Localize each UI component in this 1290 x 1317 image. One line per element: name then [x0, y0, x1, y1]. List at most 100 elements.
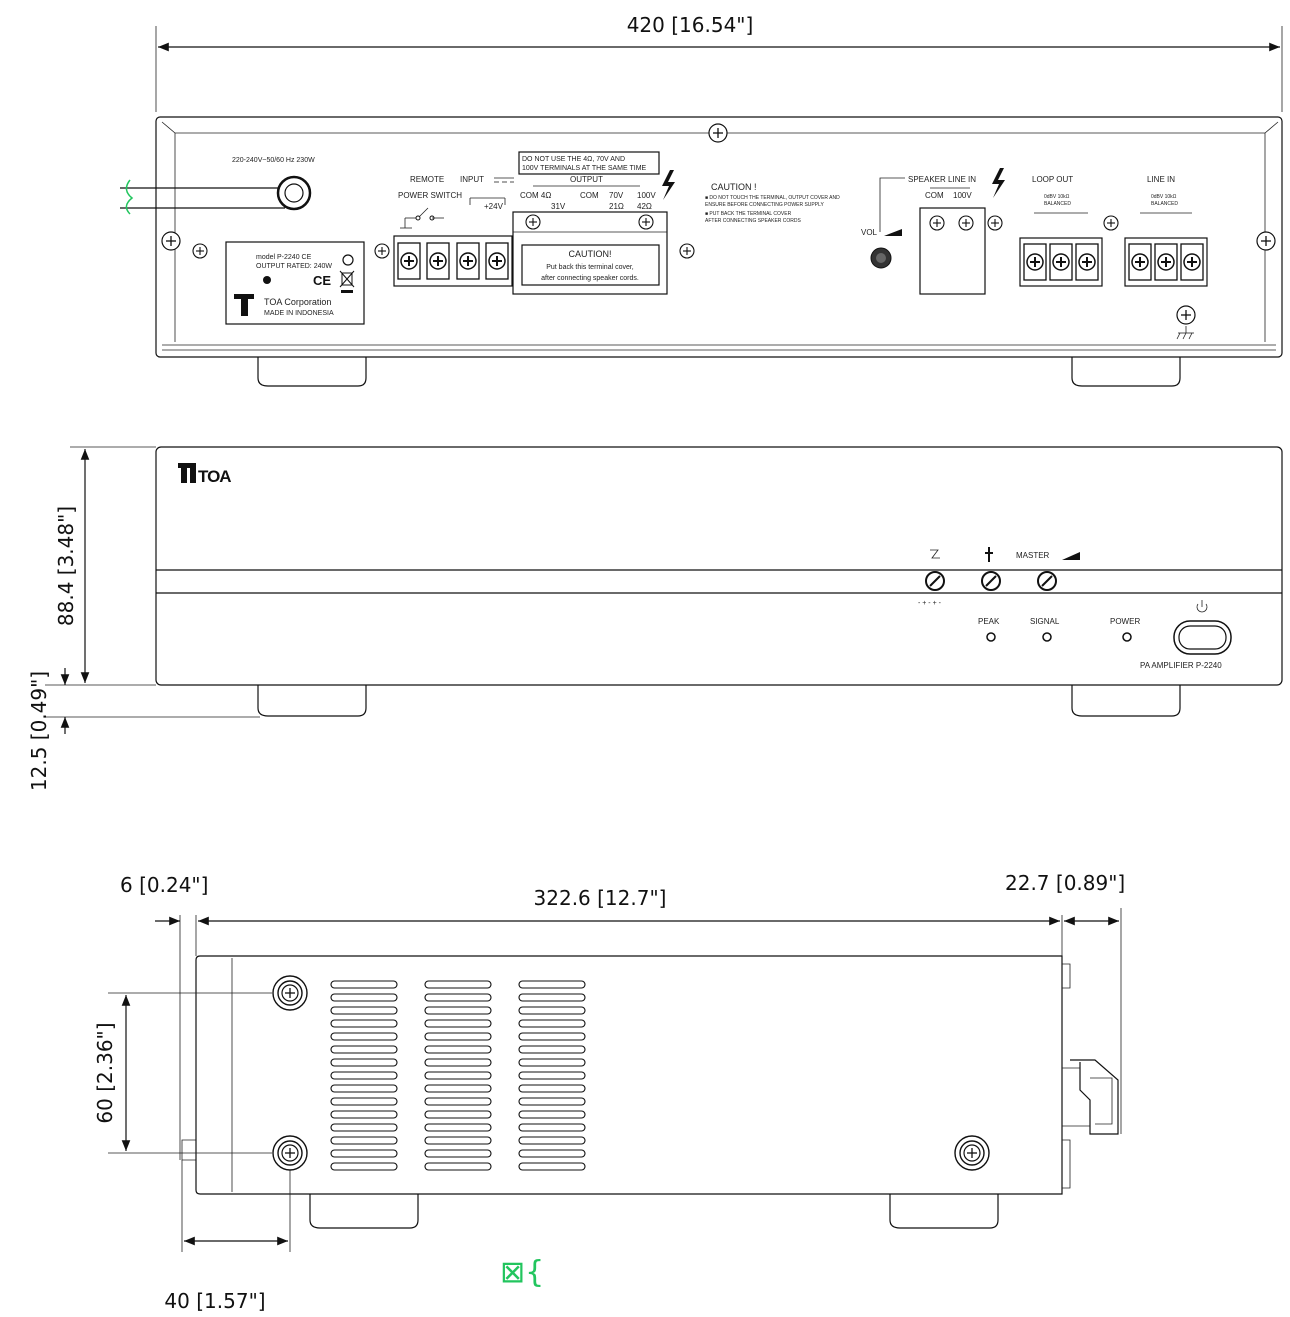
vol-label: VOL — [861, 228, 878, 237]
scale-marks: - + - + - — [918, 600, 942, 607]
warning-line1: DO NOT USE THE 4Ω, 70V AND — [522, 156, 625, 163]
vent-slot — [518, 1162, 586, 1171]
vent-slot — [424, 1110, 492, 1119]
v70-label: 70V — [609, 191, 624, 200]
vent-slot — [424, 1123, 492, 1132]
high-voltage-icon — [662, 170, 675, 200]
vent-slot — [424, 1019, 492, 1028]
eq-low-icon — [930, 549, 940, 559]
caution-title: CAUTION! — [568, 249, 611, 259]
bass-knob[interactable] — [925, 571, 945, 591]
vent-slot — [330, 1110, 398, 1119]
width-label: 420 [16.54"] — [627, 13, 754, 37]
vent-slot — [330, 1097, 398, 1106]
vent-slot — [518, 1136, 586, 1145]
hole-spacing-label: 60 [2.36"] — [93, 1022, 117, 1123]
vent-slot — [518, 1045, 586, 1054]
ohm42-label: 42Ω — [637, 202, 652, 211]
front-panel: TOA MASTER - + - + - PEAK SIGNAL POWER P… — [155, 446, 1283, 717]
side-view — [181, 955, 1119, 1229]
toa-corp-label: TOA Corporation — [264, 297, 331, 307]
switch-symbol-icon — [400, 207, 444, 229]
vent-slot — [424, 980, 492, 989]
line-in-label: LINE IN — [1147, 175, 1175, 184]
vent-slot — [424, 993, 492, 1002]
rear-panel: 220-240V~50/60 Hz 230W model P-2240 CE O… — [120, 116, 1283, 387]
master-knob[interactable] — [1037, 571, 1057, 591]
input-label: INPUT — [460, 175, 484, 184]
vent-slot — [518, 1084, 586, 1093]
vent-slot — [330, 1071, 398, 1080]
hole-offset-label: 40 [1.57"] — [164, 1289, 265, 1313]
line-sub1: 0dBV 10kΩ — [1151, 194, 1177, 200]
caution2-line2: ENSURE BEFORE CONNECTING POWER SUPPLY — [705, 202, 824, 208]
power-icon — [1196, 600, 1208, 613]
side-dimensions: 6 [0.24"] 322.6 [12.7"] 22.7 [0.89"] 60 … — [93, 871, 1125, 1313]
toa-logo-small — [234, 294, 254, 316]
caution2-line1: ■ DO NOT TOUCH THE TERMINAL, OUTPUT COVE… — [705, 195, 840, 201]
vent-slot — [330, 1006, 398, 1015]
caution2-line4: AFTER CONNECTING SPEAKER CORDS — [705, 218, 802, 224]
output-rated-label: OUTPUT RATED: 240W — [256, 263, 332, 270]
rear-protrusion-label: 22.7 [0.89"] — [1005, 871, 1125, 895]
vent-slot — [424, 1006, 492, 1015]
caution-line1: Put back this terminal cover, — [546, 264, 634, 271]
warning-line2: 100V TERMINALS AT THE SAME TIME — [522, 165, 647, 172]
front-offset-label: 6 [0.24"] — [120, 873, 208, 897]
vent-slot — [424, 1162, 492, 1171]
vent-slot — [424, 1045, 492, 1054]
vent-slot — [518, 1110, 586, 1119]
vent-slot — [424, 1136, 492, 1145]
loop-out-label: LOOP OUT — [1032, 175, 1073, 184]
vent-slot — [330, 1136, 398, 1145]
eq-high-icon — [985, 547, 993, 562]
v100-label: 100V — [637, 191, 656, 200]
front-model-label: PA AMPLIFIER P-2240 — [1140, 661, 1222, 670]
loop-sub1: 0dBV 10kΩ — [1044, 194, 1070, 200]
vent-slot — [330, 1032, 398, 1041]
caution-line2: after connecting speaker cords. — [541, 275, 639, 282]
line-sub2: BALANCED — [1151, 201, 1178, 207]
output-label: OUTPUT — [570, 175, 603, 184]
ohm21-label: 21Ω — [609, 202, 624, 211]
vent-slot — [330, 1019, 398, 1028]
vent-slot — [518, 1032, 586, 1041]
toa-logo: TOA — [178, 463, 232, 486]
power-rating-label: 220-240V~50/60 Hz 230W — [232, 157, 315, 164]
vent-slots — [330, 980, 586, 1171]
high-voltage-icon-2 — [992, 168, 1005, 198]
vent-slot — [518, 1097, 586, 1106]
vol-knob[interactable] — [870, 247, 892, 269]
caution2-line3: ■ PUT BACK THE TERMINAL COVER — [705, 211, 792, 217]
vent-slot — [424, 1149, 492, 1158]
toa-logo-text: TOA — [198, 467, 231, 486]
ce-mark: CE — [313, 273, 331, 288]
peak-label: PEAK — [978, 617, 1000, 626]
vent-slot — [424, 1084, 492, 1093]
vent-slot — [330, 1162, 398, 1171]
vent-slot — [518, 1149, 586, 1158]
weee-icon — [339, 270, 355, 293]
vent-slot — [518, 1071, 586, 1080]
speaker-line-in-label: SPEAKER LINE IN — [908, 175, 976, 184]
overlay-glyph: ⊠{ — [500, 1255, 544, 1290]
vent-slot — [330, 993, 398, 1002]
vent-slot — [424, 1097, 492, 1106]
vent-slot — [330, 1058, 398, 1067]
sl-com-label: COM — [925, 191, 944, 200]
treble-knob[interactable] — [981, 571, 1001, 591]
plus24v-label: +24V — [484, 202, 504, 211]
feet-height-label: 12.5 [0.49"] — [27, 671, 51, 791]
power-button[interactable] — [1173, 620, 1232, 655]
width-dimension: 420 [16.54"] — [155, 13, 1283, 112]
signal-label: SIGNAL — [1030, 617, 1060, 626]
made-in-label: MADE IN INDONESIA — [264, 310, 334, 317]
vent-slot — [424, 1071, 492, 1080]
power-switch-label: POWER SWITCH — [398, 191, 462, 200]
master-label: MASTER — [1016, 551, 1050, 560]
caution2-title: CAUTION ! — [711, 182, 757, 192]
vent-slot — [518, 993, 586, 1002]
vent-slot — [518, 1123, 586, 1132]
vent-slot — [330, 1045, 398, 1054]
